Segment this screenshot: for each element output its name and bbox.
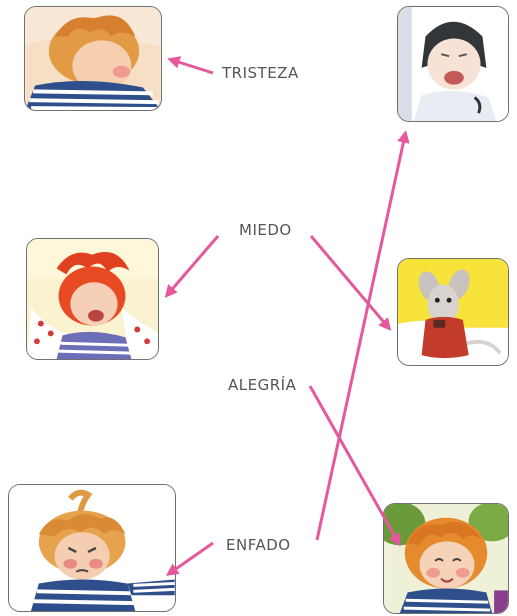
arrow-enfado-left [165,541,214,576]
arrow-enfado-up [315,130,410,541]
scared-girl-red-hair-picture [27,239,158,359]
arrow-miedo-right [309,235,392,331]
card-sad-girl [24,6,162,111]
arrow-tristeza [167,56,214,75]
card-scared-girl-red-hair [26,238,159,360]
card-happy-girl [383,503,509,614]
label-tristeza: TRISTEZA [222,64,299,82]
card-scared-girl-dark-hair [397,6,509,122]
sad-girl-picture [25,7,161,110]
angry-girl-picture [9,485,175,611]
arrow-miedo-left [164,235,220,298]
label-alegria: ALEGRÍA [228,376,297,394]
scared-girl-dark-hair-picture [398,7,508,121]
label-miedo: MIEDO [239,221,292,239]
label-enfado: ENFADO [226,536,291,554]
card-mouse [397,258,509,366]
card-angry-girl [8,484,176,612]
happy-girl-picture [384,504,508,613]
mouse-picture [398,259,508,365]
